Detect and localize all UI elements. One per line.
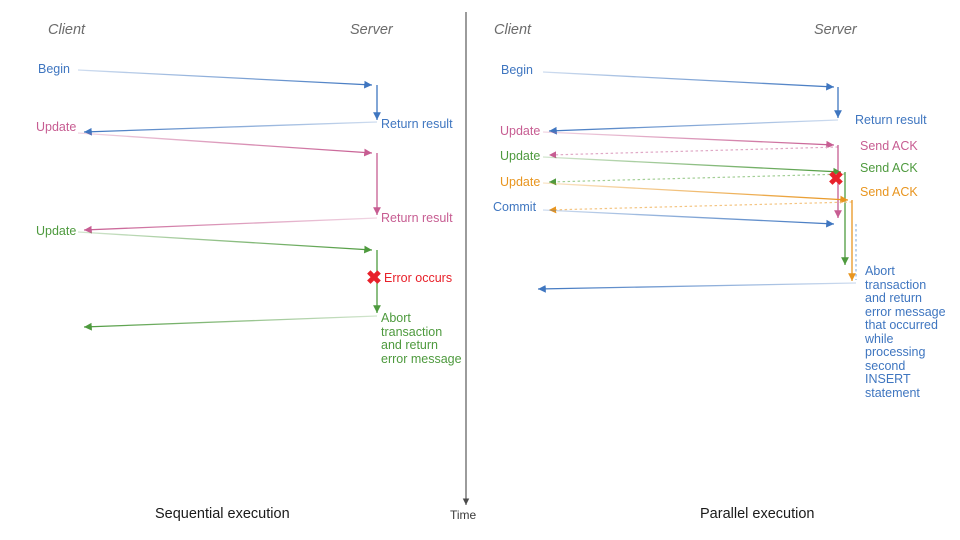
arrow-begin-request [77, 69, 373, 89]
error-x-icon-parallel: ✖ [828, 169, 844, 190]
caption-sequential: Sequential execution [155, 506, 290, 522]
arrow-p-send-ack-1 [548, 146, 839, 159]
message-label-abort-parallel: Abort transaction and return error messa… [865, 264, 946, 400]
arrow-p-commit-request [542, 209, 835, 228]
message-label-return-result-2: Return result [381, 211, 453, 225]
panel-parallel-arrows [537, 71, 857, 293]
arrow-update-2-request [77, 231, 373, 254]
actor-client-parallel: Client [494, 22, 532, 38]
message-label-update-1-parallel: Update [500, 124, 541, 138]
message-label-send-ack-2: Send ACK [860, 161, 918, 175]
actor-server-parallel: Server [814, 22, 857, 38]
arrow-return-result-1 [83, 121, 378, 136]
message-label-begin-sequential: Begin [38, 62, 70, 76]
message-label-begin-parallel: Begin [501, 63, 533, 77]
message-label-send-ack-3: Send ACK [860, 185, 918, 199]
arrow-p-update-2-request [542, 156, 842, 176]
arrow-p-update-1-request [542, 131, 835, 149]
arrow-p-abort-return [537, 282, 857, 293]
time-axis-label: Time [450, 508, 477, 522]
message-label-update-2-sequential: Update [36, 224, 77, 238]
caption-parallel: Parallel execution [700, 506, 815, 522]
message-label-return-result-1: Return result [381, 117, 453, 131]
arrow-return-result-2 [83, 217, 378, 234]
message-label-update-3-parallel: Update [500, 175, 541, 189]
message-label-abort-sequential: Abort transaction and return error messa… [381, 311, 462, 366]
arrow-abort-return [83, 315, 378, 331]
message-label-update-2-parallel: Update [500, 149, 541, 163]
message-label-return-result-parallel: Return result [855, 113, 927, 127]
arrow-p-send-ack-3 [548, 201, 853, 214]
arrow-update-1-request [77, 132, 373, 157]
message-label-error-occurs: Error occurs [384, 271, 453, 285]
arrow-p-update-3-request [542, 182, 849, 204]
actor-client-sequential: Client [48, 22, 86, 38]
arrow-p-return-result [548, 119, 839, 135]
arrow-p-send-ack-2 [548, 173, 846, 186]
error-x-icon-sequential: ✖ [366, 268, 382, 289]
message-label-send-ack-1: Send ACK [860, 139, 918, 153]
message-label-commit-parallel: Commit [493, 200, 537, 214]
actor-server-sequential: Server [350, 22, 393, 38]
message-label-update-1-sequential: Update [36, 120, 77, 134]
panel-sequential-arrows [77, 69, 381, 331]
arrow-p-begin-request [542, 71, 835, 91]
